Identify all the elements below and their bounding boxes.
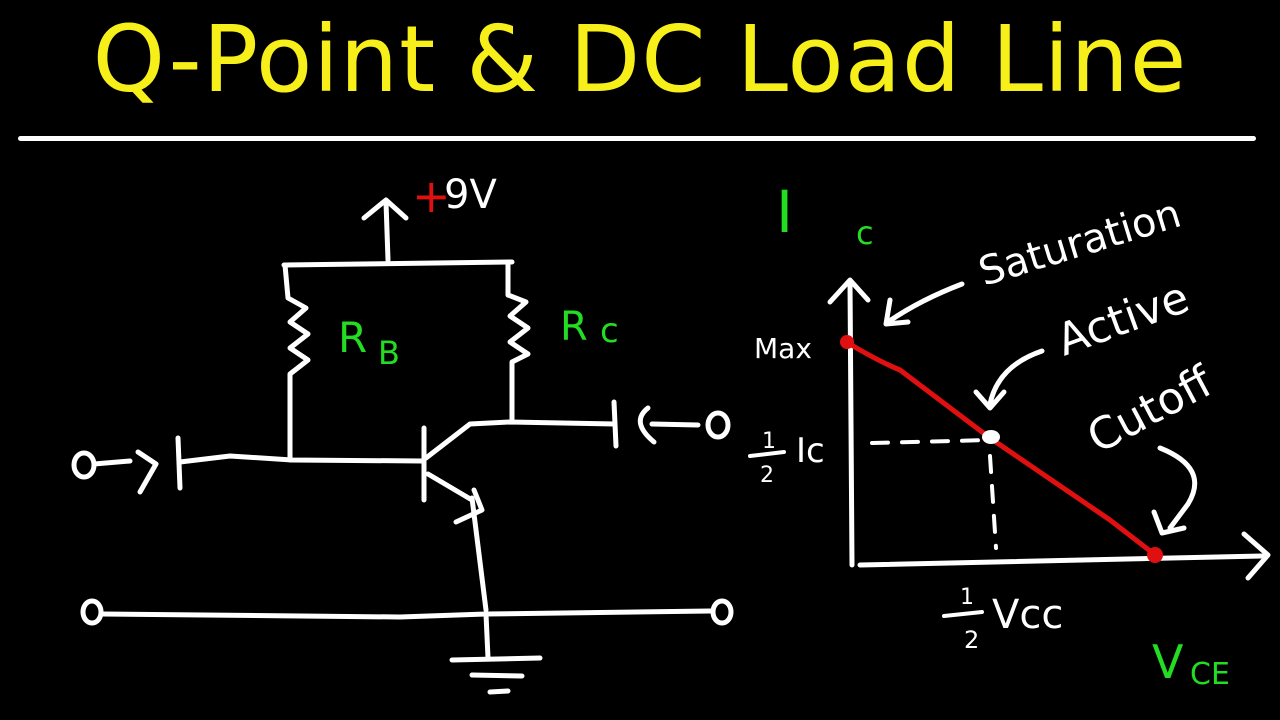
x-axis-arrow-icon	[1241, 531, 1271, 581]
half-ic-fraction-num: 1	[762, 429, 776, 454]
top-rail-wire	[281, 259, 515, 268]
y-axis-arrow-icon	[827, 277, 871, 305]
x-axis-subscript: CE	[1190, 657, 1230, 692]
rc-label: R	[560, 304, 588, 350]
max-label: Max	[754, 332, 812, 365]
bottom-rail-wire	[99, 608, 713, 620]
supply-arrow-icon	[361, 197, 409, 263]
rb-resistor-icon	[282, 262, 311, 463]
ground-icon	[449, 611, 543, 695]
output-capacitor-icon	[611, 399, 619, 449]
page-title: Q-Point & DC Load Line	[92, 5, 1188, 113]
cutoff-point-icon	[1147, 547, 1163, 563]
output-terminal-icon	[705, 410, 731, 440]
half-ic-fraction-den: 2	[760, 463, 774, 488]
rb-label: R	[338, 313, 367, 362]
supply-voltage-label: 9V	[444, 172, 497, 218]
active-annotation: Active	[1050, 272, 1195, 366]
half-vcc-label: Vcc	[992, 592, 1063, 638]
active-arrow-icon	[973, 348, 1045, 411]
q-point-icon	[982, 430, 1000, 444]
dc-load-line	[845, 340, 1157, 557]
cutoff-arrow-icon	[1151, 445, 1198, 536]
saturation-point-icon	[840, 335, 854, 349]
supply-plus-sign: +	[412, 169, 451, 223]
q-point-guide-horizontal	[870, 438, 992, 445]
rb-subscript: B	[378, 334, 400, 372]
y-axis-subscript: c	[856, 214, 874, 252]
y-axis-label: I	[776, 178, 793, 246]
saturation-arrow-icon	[883, 281, 965, 327]
x-axis-label: V	[1152, 635, 1184, 689]
input-terminal-icon	[71, 450, 97, 480]
x-axis	[857, 553, 1265, 568]
transistor-icon	[421, 419, 618, 613]
q-point-guide-vertical	[988, 454, 998, 550]
bottom-right-terminal-icon	[710, 598, 734, 626]
y-axis	[847, 279, 855, 568]
title-divider	[18, 136, 1256, 141]
rc-subscript: c	[600, 311, 619, 351]
graph-axes	[827, 277, 1271, 581]
rc-resistor-icon	[505, 259, 531, 425]
half-ic-label: Ic	[796, 431, 825, 471]
input-capacitor-icon	[135, 449, 159, 495]
bottom-left-terminal-icon	[80, 598, 104, 626]
cutoff-annotation: Cutoff	[1079, 355, 1222, 463]
half-vcc-fraction-num: 1	[960, 585, 974, 610]
half-vcc-fraction-den: 2	[964, 626, 979, 654]
